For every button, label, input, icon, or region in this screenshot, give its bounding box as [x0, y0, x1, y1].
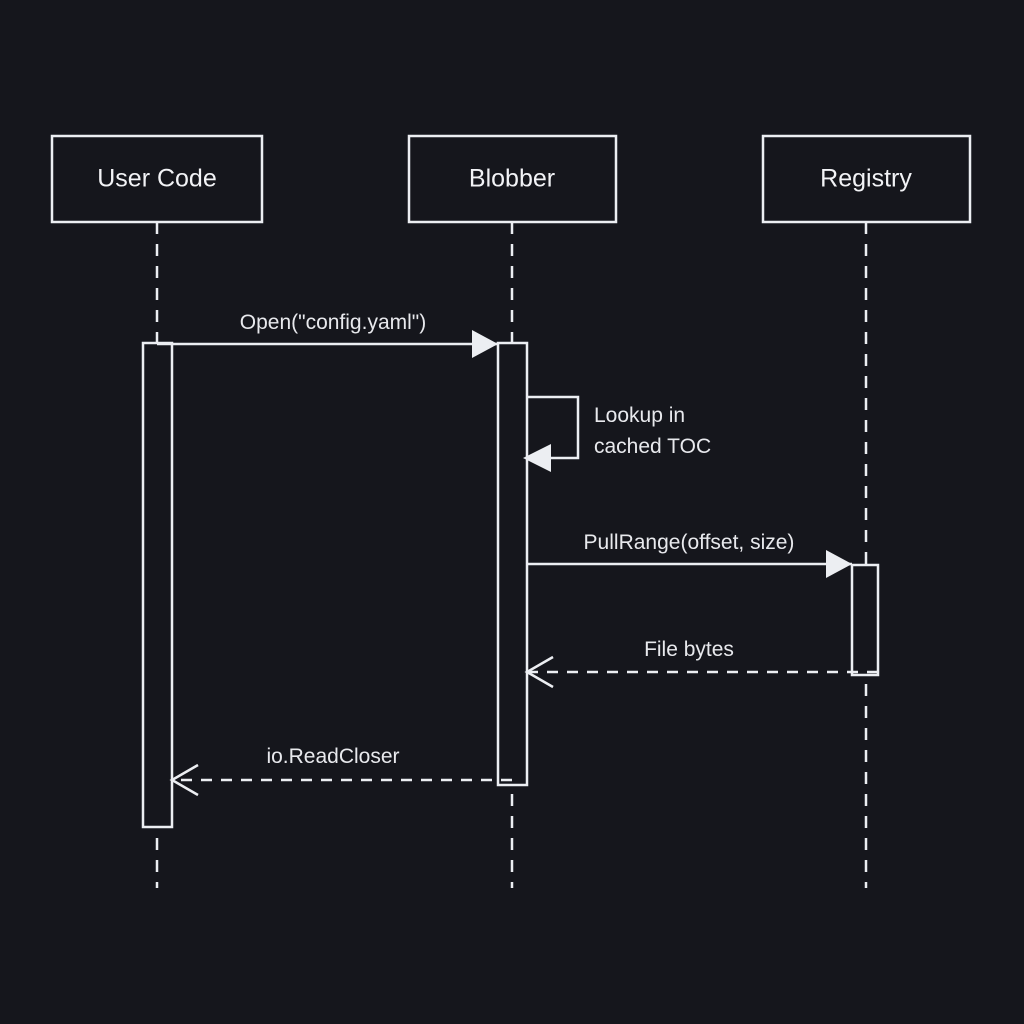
arrow-head-readcloser	[169, 763, 199, 797]
participant-box-blobber[interactable]	[407, 134, 618, 224]
message-readcloser: io.ReadCloser	[169, 745, 512, 797]
message-open: Open("config.yaml")	[157, 311, 498, 358]
message-label-lookup-toc-line2: cached TOC	[594, 435, 711, 458]
participant-label-blobber: Blobber	[469, 165, 555, 193]
message-lookup-toc: Lookup in cached TOC	[523, 395, 711, 472]
arrow-head-file-bytes	[524, 655, 554, 689]
message-label-lookup-toc-line1: Lookup in	[594, 404, 685, 427]
message-label-file-bytes: File bytes	[644, 638, 734, 661]
participant-user-code[interactable]: User Code	[50, 134, 264, 224]
arrow-head-lookup-toc	[523, 444, 551, 472]
activation-bar-blobber	[496, 341, 529, 787]
arrow-head-open	[472, 330, 498, 358]
message-file-bytes: File bytes	[524, 638, 878, 689]
message-label-pullrange: PullRange(offset, size)	[584, 531, 795, 554]
activation-bars-layer	[141, 341, 880, 829]
participant-box-registry[interactable]	[761, 134, 972, 224]
participant-label-user-code: User Code	[97, 165, 217, 193]
activation-bar-user-code	[141, 341, 174, 829]
participant-label-registry: Registry	[820, 165, 912, 193]
message-label-readcloser: io.ReadCloser	[266, 745, 399, 768]
message-line-lookup-toc	[527, 395, 580, 460]
arrow-head-pullrange	[826, 550, 852, 578]
participant-registry[interactable]: Registry	[761, 134, 972, 224]
activation-bar-registry	[850, 563, 880, 677]
participant-blobber[interactable]: Blobber	[407, 134, 618, 224]
message-label-open: Open("config.yaml")	[240, 311, 426, 334]
message-pullrange: PullRange(offset, size)	[527, 531, 852, 578]
participant-box-user-code[interactable]	[50, 134, 264, 224]
